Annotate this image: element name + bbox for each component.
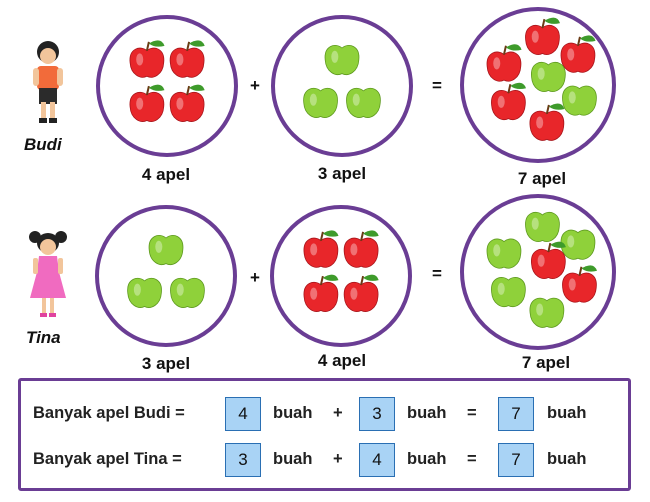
apple-group-tina-1 [95, 205, 237, 347]
count-label: 3 apel [141, 354, 191, 373]
equals-sign: = [467, 404, 477, 422]
unit-text: buah [273, 450, 313, 468]
green-apple-icon [303, 87, 338, 118]
equation-row-tina: Banyak apel Tina = 3 buah + 4 buah = 7 b… [21, 441, 628, 481]
plus-sign: + [250, 268, 260, 287]
green-apple-icon [531, 62, 566, 92]
apple-group-budi-total [460, 7, 616, 163]
count-label: 4 apel [317, 351, 367, 370]
apple-group-tina-2 [270, 205, 412, 347]
green-apple-icon [491, 277, 526, 307]
unit-text: buah [547, 404, 587, 422]
answer-box[interactable]: 3 [225, 443, 261, 477]
equation-panel: Banyak apel Budi = 4 buah + 3 buah = 7 b… [18, 378, 631, 491]
answer-box[interactable]: 4 [359, 443, 395, 477]
green-apple-icon [562, 85, 597, 116]
red-apple-icon [525, 17, 561, 55]
answer-box[interactable]: 3 [359, 397, 395, 431]
red-apple-icon [303, 274, 339, 312]
red-apple-icon [491, 82, 526, 120]
answer-box[interactable]: 7 [498, 443, 534, 477]
equation-prefix: Banyak apel Tina = [33, 450, 182, 468]
budi-figure-icon [28, 38, 68, 128]
answer-box[interactable]: 7 [498, 397, 534, 431]
green-apple-icon [148, 235, 184, 265]
red-apple-icon [531, 241, 566, 279]
red-apple-icon [343, 230, 379, 268]
plus-sign: + [250, 76, 260, 95]
unit-text: buah [547, 450, 587, 468]
green-apple-icon [170, 277, 205, 308]
red-apple-icon [560, 35, 596, 73]
red-apple-icon [529, 103, 565, 141]
tina-figure-icon [26, 228, 70, 322]
green-apple-icon [346, 87, 381, 118]
red-apple-icon [169, 84, 205, 122]
unit-text: buah [273, 404, 313, 422]
equation-prefix: Banyak apel Budi = [33, 404, 185, 422]
answer-box[interactable]: 4 [225, 397, 261, 431]
apple-group-budi-1 [96, 15, 238, 157]
red-apple-icon [486, 44, 522, 82]
count-label: 7 apel [517, 169, 567, 188]
red-apple-icon [303, 230, 339, 268]
equals-sign: = [432, 264, 442, 283]
green-apple-icon [127, 277, 162, 308]
red-apple-icon [129, 84, 165, 122]
red-apple-icon [169, 40, 205, 78]
green-apple-icon [525, 212, 560, 242]
apple-group-budi-2 [271, 15, 413, 157]
equals-sign: = [432, 76, 442, 95]
name-tina: Tina [26, 328, 61, 347]
count-label: 7 apel [521, 353, 571, 372]
green-apple-icon [324, 45, 360, 75]
red-apple-icon [129, 40, 165, 78]
unit-text: buah [407, 404, 447, 422]
green-apple-icon [529, 297, 565, 328]
unit-text: buah [407, 450, 447, 468]
name-budi: Budi [24, 135, 62, 154]
apple-group-tina-total [460, 194, 616, 350]
plus-sign: + [333, 404, 343, 422]
equals-sign: = [467, 450, 477, 468]
count-label: 4 apel [141, 165, 191, 184]
red-apple-icon [562, 265, 598, 303]
plus-sign: + [333, 450, 343, 468]
green-apple-icon [486, 238, 522, 269]
green-apple-icon [560, 229, 596, 260]
count-label: 3 apel [317, 164, 367, 183]
red-apple-icon [343, 274, 379, 312]
equation-row-budi: Banyak apel Budi = 4 buah + 3 buah = 7 b… [21, 395, 628, 435]
